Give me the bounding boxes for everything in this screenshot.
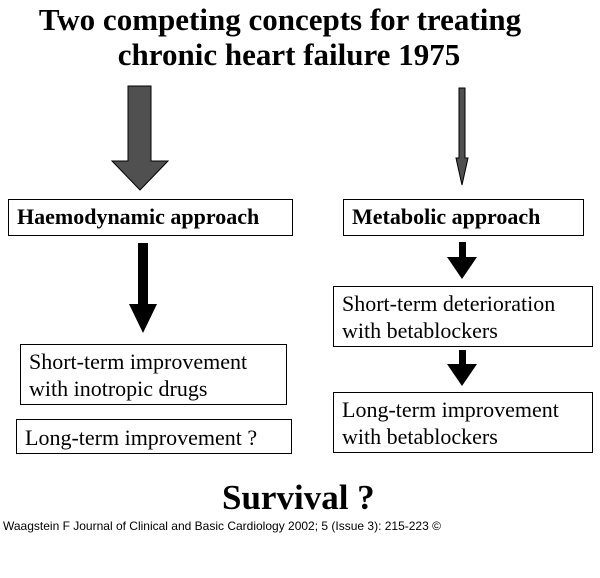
long-term-improvement-line-2: with betablockers	[342, 424, 498, 449]
haemodynamic-approach-label: Haemodynamic approach	[17, 204, 260, 229]
long-term-improvement-question-box: Long-term improvement ?	[16, 419, 292, 454]
long-term-improvement-question-label: Long-term improvement ?	[25, 425, 258, 450]
long-term-improvement-line-1: Long-term improvement	[342, 397, 559, 422]
arrow-haemodynamic-to-short-term	[129, 243, 157, 333]
short-term-improvement-line-2: with inotropic drugs	[29, 376, 208, 401]
metabolic-approach-label: Metabolic approach	[352, 204, 541, 229]
short-term-deterioration-line-2: with betablockers	[342, 318, 498, 343]
survival-question: Survival ?	[222, 478, 375, 517]
long-term-improvement-box: Long-term improvement with betablockers	[333, 392, 593, 453]
arrow-title-to-metabolic	[455, 87, 469, 186]
short-term-improvement-line-1: Short-term improvement	[29, 349, 248, 374]
short-term-deterioration-line-1: Short-term deterioration	[342, 291, 556, 316]
arrow-metabolic-to-deterioration	[447, 242, 477, 279]
haemodynamic-approach-box: Haemodynamic approach	[8, 199, 293, 236]
metabolic-approach-box: Metabolic approach	[343, 199, 584, 236]
arrow-deterioration-to-long-term	[447, 350, 477, 386]
diagram-title: Two competing concepts for treating chro…	[0, 2, 560, 72]
title-line-1: Two competing concepts for treating	[38, 2, 522, 37]
short-term-deterioration-box: Short-term deterioration with betablocke…	[333, 286, 593, 347]
title-line-2: chronic heart failure 1975	[117, 37, 461, 72]
arrow-title-to-haemodynamic	[110, 85, 170, 191]
short-term-improvement-box: Short-term improvement with inotropic dr…	[20, 344, 287, 405]
citation-footer: Waagstein F Journal of Clinical and Basi…	[3, 519, 441, 533]
